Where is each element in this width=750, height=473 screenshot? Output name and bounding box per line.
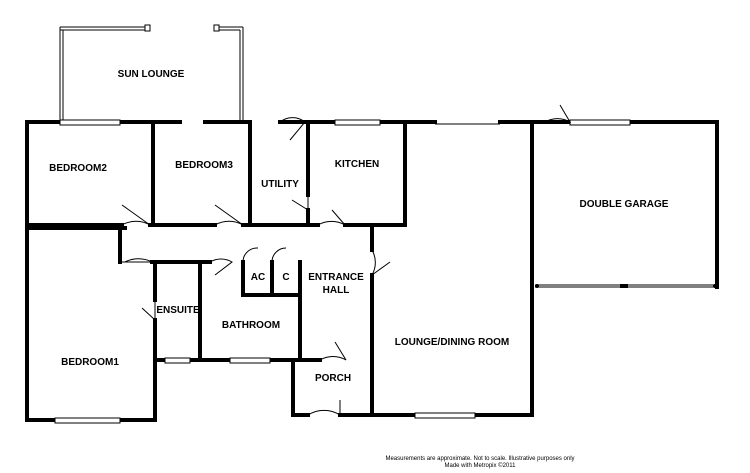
room-label-kitchen: KITCHEN	[334, 159, 380, 170]
room-label-bedroom2: BEDROOM2	[49, 163, 107, 174]
room-label-ensuite: ENSUITE	[156, 305, 200, 316]
garage-door	[535, 284, 717, 288]
room-label-double-garage: DOUBLE GARAGE	[579, 199, 669, 210]
doors	[120, 104, 572, 416]
disclaimer-text: Measurements are approximate. Not to sca…	[385, 456, 575, 462]
sun-lounge-walls	[59, 24, 244, 122]
room-label-c: C	[282, 272, 290, 283]
room-label-bedroom3: BEDROOM3	[175, 160, 233, 171]
windows	[54, 119, 631, 424]
room-label-entrance: ENTRANCE	[308, 272, 364, 283]
room-label-sun-lounge: SUN LOUNGE	[117, 69, 185, 80]
room-label-hall: HALL	[322, 285, 350, 296]
room-label-lounge-dining: LOUNGE/DINING ROOM	[394, 337, 510, 348]
interior-walls	[25, 120, 407, 417]
room-label-bathroom: BATHROOM	[221, 320, 281, 331]
room-label-ac: AC	[250, 272, 266, 283]
credit-text: Made with Metropix ©2011	[444, 463, 516, 469]
room-label-bedroom1: BEDROOM1	[61, 357, 119, 368]
room-label-porch: PORCH	[314, 373, 352, 384]
room-label-utility: UTILITY	[261, 179, 299, 190]
